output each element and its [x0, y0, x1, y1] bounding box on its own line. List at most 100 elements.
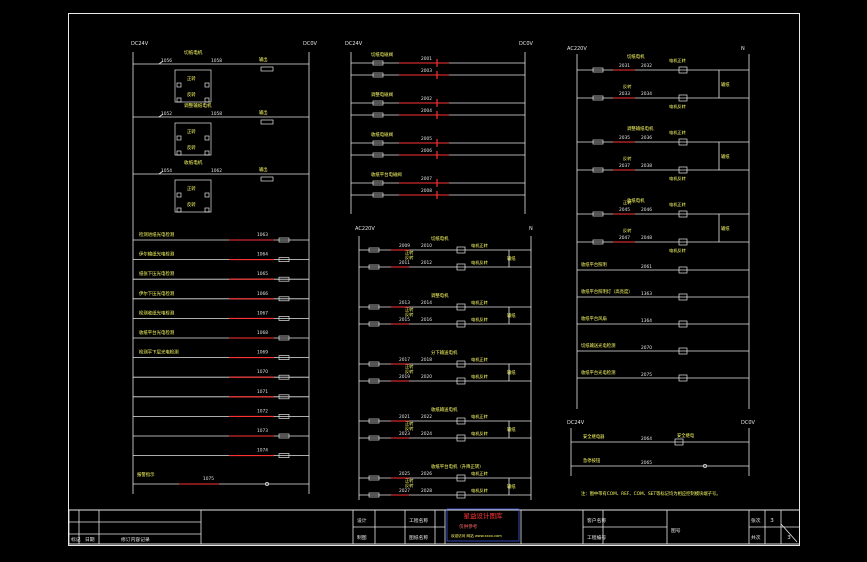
right-motor-coil: [678, 94, 688, 102]
mid-bot-bus-label-ac220v: AC220V: [355, 226, 375, 232]
mid-bot-motor-wire-number: 2012: [421, 260, 432, 266]
mid-bot-motor-wire-number: 2020: [421, 374, 432, 380]
mid-bot-motor-direction-label: 正转: [405, 477, 413, 484]
title-block-total-number: 3: [787, 535, 791, 541]
mid-top-valve-wire-number: 2007: [421, 176, 432, 182]
left-motor-forward-label: 正转: [187, 128, 196, 135]
mid-top-valve-wire-number: 2006: [421, 148, 432, 154]
right-motor-wire-number: 2035: [619, 135, 630, 141]
right-motor-direction-label: 反转: [623, 227, 631, 234]
right-motor-name: 输纸: [721, 153, 730, 160]
mid-bot-motor-coil: [456, 303, 466, 311]
right-dc-row-wire-number: 2064: [641, 436, 652, 442]
left-alarm-wire-number: 1075: [203, 476, 214, 482]
mid-bot-motor-terminal: [368, 418, 380, 424]
mid-bot-motor-name: 输纸: [507, 426, 516, 433]
right-single-label: 收纸平台风扇: [581, 315, 607, 322]
mid-bot-motor-terminal: [368, 321, 380, 327]
right-motor-wire-number: 2031: [619, 63, 630, 69]
left-sensor-terminal: [278, 237, 290, 243]
left-bus-label-dc0v: DC0V: [303, 41, 318, 47]
title-block-date-column: 日期: [85, 537, 95, 543]
right-motor-wire-number: 2034: [641, 91, 652, 97]
mid-bot-motor-direction-label: 正转: [405, 249, 413, 256]
left-sensor-label: 伊尔下压光电检测: [139, 290, 175, 297]
left-motor-contact: [158, 113, 164, 118]
mid-bot-motor-wire-number: 2022: [421, 414, 432, 420]
right-panel-note: 注：图中带有COM、REF、COM、SET等标记均为相应控制模块端子号。: [581, 490, 721, 497]
mid-bot-motor-coil: [456, 263, 466, 271]
left-sensor-wire-number: 1064: [257, 252, 268, 258]
left-sensor-terminal: [278, 394, 290, 400]
title-block-client-label: 客户名称: [587, 517, 606, 524]
right-single-wire-number: 1364: [641, 318, 652, 324]
mid-bot-motor-coil: [456, 417, 466, 425]
left-motor-output-label: 输出: [259, 109, 268, 116]
mid-top-valve-label: 切纸电磁阀: [371, 51, 393, 58]
left-alarm-lamp: [265, 482, 269, 486]
left-sensor-terminal: [278, 414, 290, 419]
right-motor-coil: [678, 166, 688, 174]
title-block-design-label: 设计: [357, 517, 367, 524]
left-sensor-wire-number: 1067: [257, 310, 268, 316]
left-motor-terminal-block: [176, 82, 182, 88]
mid-bot-bus-label-n: N: [529, 226, 533, 232]
mid-bot-motor-direction-label: 正转: [405, 363, 413, 370]
left-motor-terminal-block: [176, 192, 182, 198]
mid-bot-motor-wire-number: 2016: [421, 317, 432, 323]
left-motor-terminal-block: [204, 207, 210, 213]
left-sensor-label: 伊尔输纸光电检测: [139, 251, 175, 258]
left-sensor-wire-number: 1068: [257, 330, 268, 336]
mid-top-valve-wire-number: 2008: [421, 188, 432, 194]
left-sensor-wire-number: 1070: [257, 369, 268, 375]
mid-bot-motor-title: 收纸平台电机（升降正转）: [431, 463, 484, 470]
right-single-label: 收纸平台照明: [581, 261, 607, 268]
mid-bot-motor-contactor-label: 电机反转: [471, 430, 488, 437]
left-motor-terminal-block: [204, 135, 210, 141]
left-motor-terminal-block: [176, 97, 182, 103]
mid-top-valve-label: 收纸平台电磁阀: [371, 171, 402, 178]
left-motor-wire-number: 1058: [211, 111, 222, 117]
right-motor-terminal: [592, 139, 604, 145]
mid-bot-motor-wire-number: 2014: [421, 300, 432, 306]
left-motor-reverse-label: 反转: [187, 201, 196, 208]
mid-bot-motor-terminal: [368, 475, 380, 481]
mid-top-valve-label: 收纸电磁阀: [371, 131, 393, 138]
right-motor-coil: [678, 210, 688, 218]
left-motor-group-title: 调整输纸电机: [184, 102, 212, 109]
mid-bot-motor-name: 输纸: [507, 255, 516, 262]
title-block-logo-title: 星益设计图库: [464, 511, 504, 520]
mid-bot-motor-wire-number: 2023: [399, 431, 410, 437]
left-motor-terminal-block: [176, 207, 182, 213]
right-motor-wire-number: 2032: [641, 63, 652, 69]
left-motor-contact: [158, 60, 164, 65]
left-motor-output-terminal: [260, 66, 274, 72]
right-motor-contactor-label: 电机反转: [669, 103, 686, 110]
left-motor-wire-number: 1062: [211, 168, 222, 174]
left-sensor-terminal: [278, 296, 290, 302]
mid-bot-motor-wire-number: 2015: [399, 317, 410, 323]
title-block-drawn-label: 制图: [357, 534, 367, 541]
mid-bot-motor-direction-label: 反转: [405, 482, 413, 489]
right-motor-terminal: [592, 95, 604, 101]
right-single-wire-number: 1363: [641, 291, 652, 297]
right-dc-row-label: 急停按钮: [583, 457, 601, 464]
left-motor-terminal-block: [176, 135, 182, 141]
mid-bot-motor-terminal: [368, 264, 380, 270]
right-single-wire-number: 2070: [641, 345, 652, 351]
title-block-logo-subtitle: 仅供参考: [459, 523, 478, 530]
right-bus-label-n: N: [741, 46, 745, 52]
left-motor-interlock-box: [174, 69, 212, 103]
left-motor-output-label: 输出: [259, 56, 268, 63]
mid-bot-motor-name: 输纸: [507, 483, 516, 490]
title-block-diagonal: [780, 523, 798, 543]
right-motor-coil: [678, 138, 688, 146]
left-motor-wire-number: 1054: [161, 168, 172, 174]
mid-bot-motor-direction-label: 反转: [405, 254, 413, 261]
right-motor-wire-number: 2045: [619, 207, 630, 213]
left-sensor-terminal: [278, 374, 290, 380]
left-sensor-wire-number: 1063: [257, 232, 268, 238]
mid-bot-motor-coil: [456, 434, 466, 442]
